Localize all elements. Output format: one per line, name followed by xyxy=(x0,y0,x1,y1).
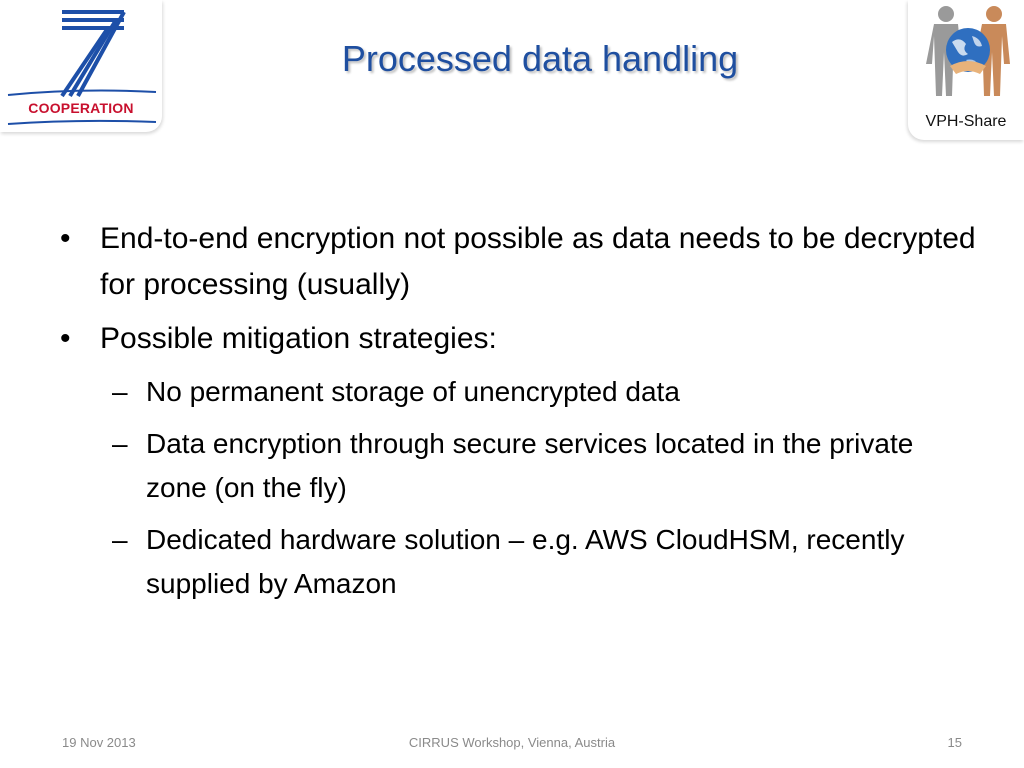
globe-icon xyxy=(946,28,990,72)
bullet-item: • Possible mitigation strategies: xyxy=(60,316,980,362)
sub-bullet-marker: – xyxy=(112,376,128,407)
page-number: 15 xyxy=(947,735,962,750)
sub-bullet-text: Data encryption through secure services … xyxy=(146,428,914,503)
sub-bullet-text: No permanent storage of unencrypted data xyxy=(146,376,680,407)
bullet-list: • End-to-end encryption not possible as … xyxy=(60,216,980,614)
handshake-icon xyxy=(950,61,986,74)
vph-share-graphic xyxy=(926,6,1010,96)
sub-bullet-marker: – xyxy=(112,524,128,555)
sub-bullet-text: Dedicated hardware solution – e.g. AWS C… xyxy=(146,524,905,599)
bullet-item: • End-to-end encryption not possible as … xyxy=(60,216,980,308)
fp7-logo-graphic xyxy=(7,10,157,125)
slide-title: Processed data handling xyxy=(341,38,739,79)
vph-share-logo: VPH-Share xyxy=(908,0,1024,140)
bullet-text: End-to-end encryption not possible as da… xyxy=(100,222,976,301)
bullet-marker: • xyxy=(60,222,71,255)
bullet-marker: • xyxy=(60,322,71,355)
fp7-cooperation-logo: COOPERATION xyxy=(0,0,162,132)
cooperation-label: COOPERATION xyxy=(28,100,134,116)
footer-event: CIRRUS Workshop, Vienna, Austria xyxy=(408,735,616,750)
sub-bullet-item: – No permanent storage of unencrypted da… xyxy=(60,370,980,414)
sub-bullet-item: – Data encryption through secure service… xyxy=(60,422,980,510)
sub-bullet-item: – Dedicated hardware solution – e.g. AWS… xyxy=(60,518,980,606)
footer-date: 19 Nov 2013 xyxy=(62,735,136,750)
sub-bullet-marker: – xyxy=(112,428,128,459)
vph-share-label: VPH-Share xyxy=(925,113,1007,130)
bullet-text: Possible mitigation strategies: xyxy=(100,322,497,355)
